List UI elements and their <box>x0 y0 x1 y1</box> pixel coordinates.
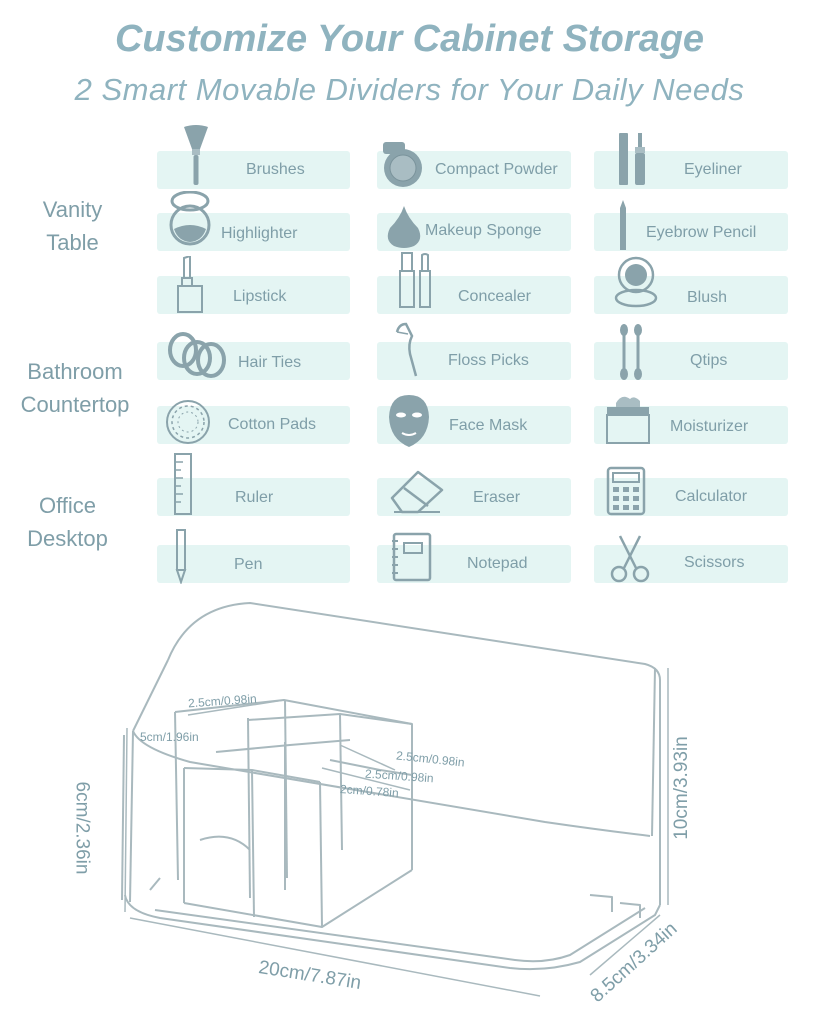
makeup-sponge-icon <box>387 206 421 248</box>
concealer-icon <box>399 252 431 308</box>
eraser-icon <box>390 470 444 514</box>
label-floss-picks: Floss Picks <box>448 352 529 369</box>
label-scissors: Scissors <box>684 554 745 571</box>
label-notepad: Notepad <box>467 555 528 572</box>
label-cotton-pads: Cotton Pads <box>228 416 317 433</box>
page-title: Customize Your Cabinet Storage <box>114 18 705 60</box>
label-qtips: Qtips <box>690 352 728 369</box>
pill-eyebrow-pencil <box>594 213 788 251</box>
face-mask-icon <box>389 395 429 447</box>
pill-notepad <box>377 545 571 583</box>
label-moisturizer: Moisturizer <box>670 418 749 435</box>
dim-front-height: 6cm/2.36in <box>71 781 93 875</box>
calculator-icon <box>606 466 646 516</box>
moisturizer-icon <box>606 396 650 444</box>
compact-powder-icon <box>383 142 422 187</box>
label-eyebrow-pencil: Eyebrow Pencil <box>646 224 757 241</box>
lipstick-icon <box>177 256 203 313</box>
pill-eraser <box>377 478 571 516</box>
label-makeup-sponge: Makeup Sponge <box>425 222 542 239</box>
category-office: Office Desktop <box>27 493 108 551</box>
label-lipstick: Lipstick <box>233 288 287 305</box>
notepad-icon <box>392 532 432 582</box>
label-concealer: Concealer <box>458 288 531 305</box>
label-eyeliner: Eyeliner <box>684 161 742 178</box>
floss-pick-icon <box>395 322 418 377</box>
dim-back-height: 10cm/3.93in <box>670 736 692 840</box>
qtips-icon <box>620 324 642 380</box>
category-vanity: Vanity Table <box>42 197 103 255</box>
label-calculator: Calculator <box>675 488 748 505</box>
hair-ties-icon <box>168 332 226 378</box>
label-ruler: Ruler <box>235 489 274 506</box>
highlighter-icon <box>169 191 211 246</box>
scissors-icon <box>610 535 650 583</box>
label-highlighter: Highlighter <box>221 225 298 242</box>
blush-icon <box>614 256 658 308</box>
pill-cotton-pads <box>157 406 350 444</box>
ruler-icon <box>174 453 192 515</box>
label-hair-ties: Hair Ties <box>238 354 302 371</box>
cotton-pad-icon <box>166 400 210 444</box>
label-compact-powder: Compact Powder <box>435 161 558 178</box>
category-bathroom: Bathroom Countertop <box>20 359 130 417</box>
organizer-product-image <box>121 602 669 997</box>
pill-pen <box>157 545 350 583</box>
pill-ruler <box>157 478 350 516</box>
label-face-mask: Face Mask <box>449 417 528 434</box>
dim-left-depth: 5cm/1.96in <box>140 730 199 744</box>
label-pen: Pen <box>234 556 263 573</box>
pen-icon <box>175 529 187 584</box>
pill-blush <box>594 276 788 314</box>
pill-hair-ties <box>157 342 350 380</box>
pill-brushes <box>157 151 350 189</box>
label-eraser: Eraser <box>473 489 521 506</box>
makeup-brush-icon <box>184 125 208 185</box>
pill-lipstick <box>157 276 350 314</box>
label-blush: Blush <box>687 289 728 306</box>
eyebrow-pencil-icon <box>620 200 626 250</box>
page-subtitle: 2 Smart Movable Dividers for Your Daily … <box>74 72 745 107</box>
eyeliner-icon <box>619 133 645 185</box>
label-brushes: Brushes <box>246 161 305 178</box>
